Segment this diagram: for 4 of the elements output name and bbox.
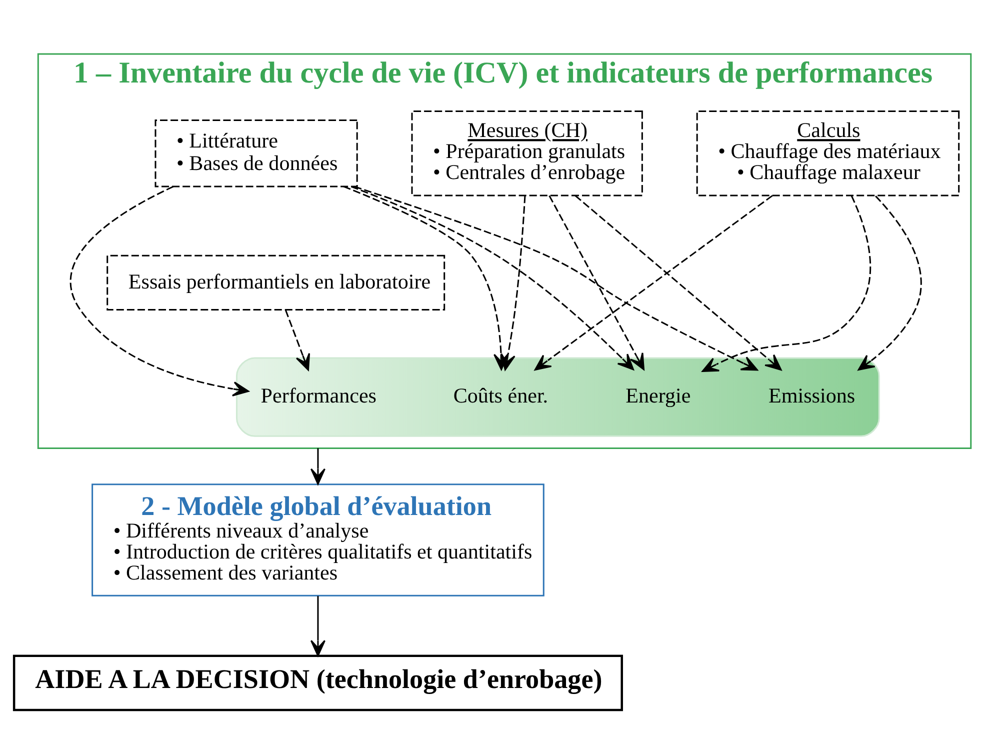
node-text: Coûts éner. [453,384,548,408]
node-text: Energie [626,384,691,408]
node-text: Performances [260,384,377,408]
node-text: Emissions [768,384,856,408]
